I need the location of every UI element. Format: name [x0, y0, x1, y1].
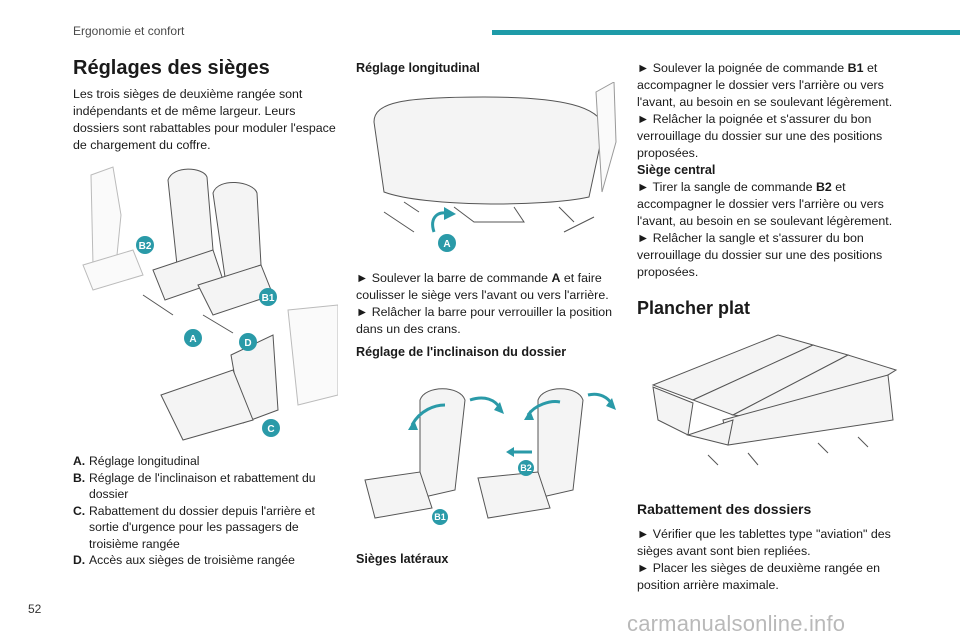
fig-label-d: D [244, 338, 251, 349]
page-number: 52 [28, 602, 42, 616]
intro-paragraph: Les trois sièges de deuxième rangée sont… [73, 87, 336, 152]
heading-longitudinal: Réglage longitudinal [356, 61, 480, 75]
legend-item: D. Accès aux sièges de troisième rangée [73, 552, 333, 569]
header-accent-bar [492, 30, 960, 35]
fig-label-b2: B2 [139, 241, 152, 252]
instruction-rear-position: ► Placer les sièges de deuxième rangée e… [637, 561, 881, 592]
instruction-release-handle: ► Relâcher la poignée et s'assurer du bo… [637, 112, 883, 160]
legend-item: B. Réglage de l'inclinaison et rabatteme… [73, 470, 333, 503]
legend-key: C. [73, 503, 86, 518]
heading-fold-backrests: Rabattement des dossiers [637, 501, 812, 517]
legend-key: B. [73, 470, 86, 485]
fold-section: Rabattement des dossiers ► Vérifier que … [637, 500, 895, 594]
longitudinal-adjust-illustration: A [373, 82, 617, 252]
legend-text: Accès aux sièges de troisième rangée [89, 553, 295, 567]
fig-label-b1: B1 [434, 512, 446, 522]
heading-center-seat: Siège central [637, 163, 716, 177]
fig-label-b2: B2 [520, 463, 532, 473]
recline-caption-block: Sièges latéraux [356, 551, 618, 568]
page-title: Réglages des sièges [73, 57, 270, 79]
fig-label-a: A [443, 239, 450, 250]
instruction-b2: ► Tirer la sangle de commande B2 et acco… [637, 180, 893, 228]
instruction-1: ► Soulever la barre de commande A et fai… [356, 271, 609, 302]
legend-item: A. Réglage longitudinal [73, 453, 333, 470]
caption-lateral-seats: Sièges latéraux [356, 552, 449, 566]
longitudinal-instructions: ► Soulever la barre de commande A et fai… [356, 270, 618, 361]
fig-label-c: C [267, 424, 274, 435]
instruction-tables: ► Vérifier que les tablettes type "aviat… [637, 527, 891, 558]
figure-legend: A. Réglage longitudinal B. Réglage de l'… [73, 453, 333, 569]
column-right: ► Soulever la poignée de commande B1 et … [637, 60, 895, 319]
instruction-release-strap: ► Relâcher la sangle et s'assurer du bon… [637, 231, 883, 279]
seats-overview-illustration: B2 B1 A D C [82, 166, 338, 441]
heading-recline: Réglage de l'inclinaison du dossier [356, 345, 567, 359]
legend-key: D. [73, 553, 86, 567]
column-left: Réglages des sièges Les trois sièges de … [73, 56, 341, 154]
instruction-b1: ► Soulever la poignée de commande B1 et … [637, 61, 893, 109]
legend-text: Réglage longitudinal [89, 454, 200, 468]
section-title: Ergonomie et confort [73, 24, 185, 38]
flat-floor-illustration [651, 334, 898, 466]
legend-text: Rabattement du dossier depuis l'arrière … [89, 503, 315, 551]
legend-item: C. Rabattement du dossier depuis l'arriè… [73, 503, 333, 553]
legend-key: A. [73, 454, 86, 468]
instruction-2: ► Relâcher la barre pour verrouiller la … [356, 305, 613, 336]
fig-label-a: A [189, 334, 196, 345]
recline-adjust-illustration: B1 B2 [364, 388, 616, 525]
fig-label-b1: B1 [262, 293, 275, 304]
watermark: carmanualsonline.info [627, 611, 846, 636]
column-middle: Réglage longitudinal [356, 60, 618, 77]
heading-flat-floor: Plancher plat [637, 298, 751, 318]
legend-text: Réglage de l'inclinaison et rabattement … [89, 470, 316, 502]
